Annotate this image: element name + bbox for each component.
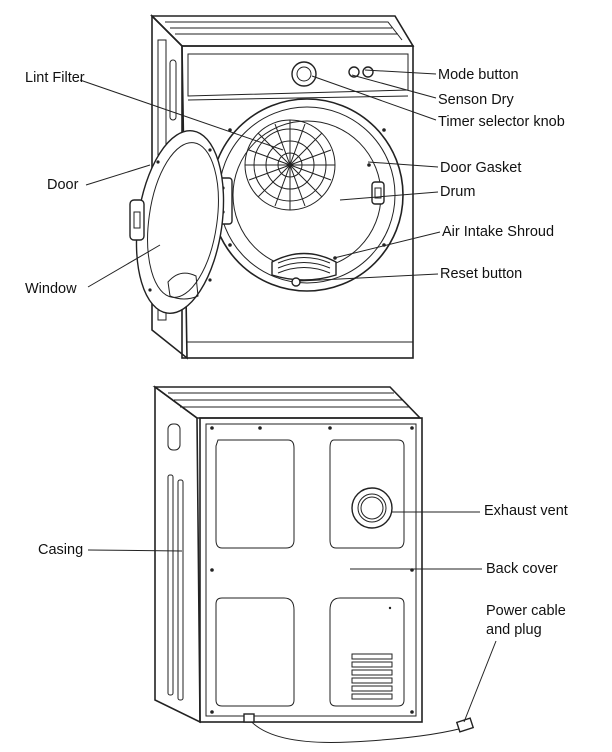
label-mode-button: Mode button — [438, 67, 519, 83]
leader-power-cable — [463, 640, 497, 723]
back-cover-drawing — [199, 417, 423, 723]
label-power-cable-line2: and plug — [486, 622, 542, 638]
label-drum: Drum — [440, 184, 476, 200]
label-power-cable-line1: Power cable — [486, 603, 566, 619]
leader-sensor-dry — [351, 74, 437, 99]
leader-lines — [79, 69, 497, 723]
leader-reset-button — [299, 273, 439, 282]
label-exhaust-vent: Exhaust vent — [484, 503, 568, 519]
leader-air-intake — [333, 231, 441, 259]
back-view-drawing — [152, 385, 475, 743]
drum-drawing — [232, 120, 382, 270]
label-casing: Casing — [38, 542, 84, 558]
label-door: Door — [47, 177, 79, 193]
door-catch — [371, 181, 385, 205]
plug-drawing — [455, 717, 475, 733]
label-air-intake-shroud: Air Intake Shroud — [442, 224, 555, 240]
vent-slots — [351, 653, 393, 700]
label-reset-button: Reset button — [440, 266, 523, 282]
label-window: Window — [25, 281, 77, 297]
timer-knob-drawing — [291, 61, 317, 87]
leader-drum — [339, 191, 439, 201]
lint-filter-drawing — [244, 119, 336, 211]
air-intake-shroud-drawing — [271, 252, 337, 281]
label-timer-knob: Timer selector knob — [438, 114, 565, 130]
label-door-gasket: Door Gasket — [440, 160, 522, 176]
reset-button-drawing — [291, 277, 301, 287]
leader-door-gasket — [367, 161, 439, 168]
leader-timer-knob — [311, 75, 437, 121]
leader-door — [85, 164, 151, 186]
door-drawing — [129, 130, 225, 314]
back-top-panel — [152, 386, 422, 419]
sensor-dry-button-drawing — [362, 66, 374, 78]
label-sensor-dry: Senson Dry — [438, 92, 514, 108]
leader-lint-filter — [79, 79, 284, 151]
front-top-panel — [150, 15, 415, 47]
leader-window — [87, 244, 161, 288]
label-back-cover: Back cover — [486, 561, 558, 577]
mode-button-drawing — [348, 66, 360, 78]
leader-casing — [87, 549, 183, 552]
power-cable-drawing — [247, 717, 471, 743]
leader-mode-button — [364, 69, 437, 75]
label-lint-filter: Lint Filter — [25, 70, 85, 86]
front-view-drawing — [129, 14, 415, 360]
